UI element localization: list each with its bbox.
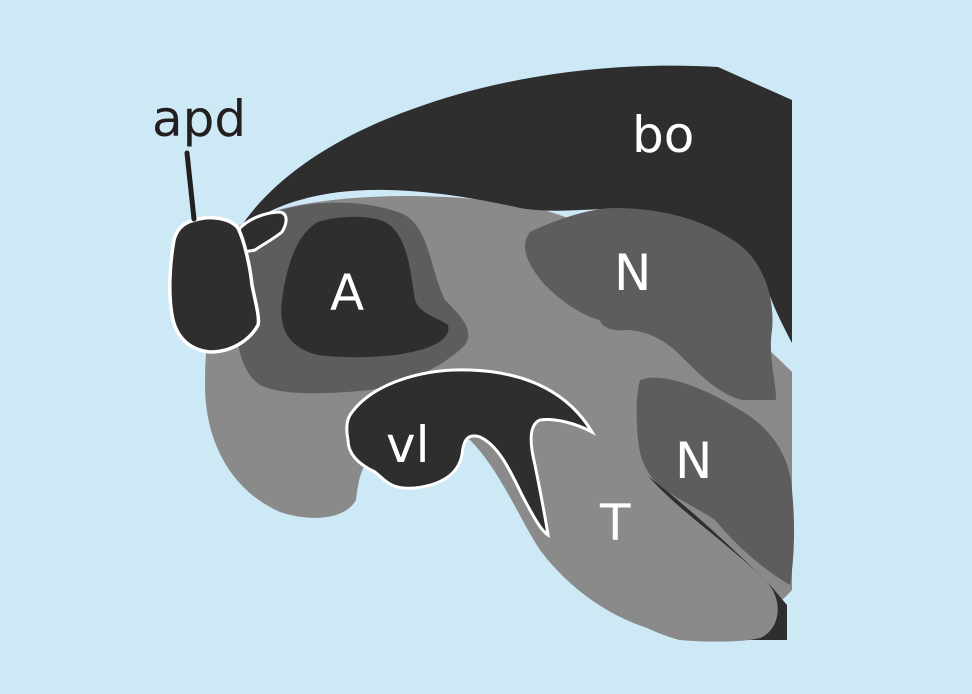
label-n-lower: N — [675, 432, 712, 490]
label-n-upper: N — [614, 244, 651, 302]
apd-region — [168, 215, 261, 354]
a-region — [281, 216, 449, 358]
label-vl: vl — [386, 416, 429, 474]
bo-region — [240, 65, 792, 343]
n-lower-region — [636, 377, 795, 585]
label-bo: bo — [632, 106, 694, 164]
t-region — [530, 420, 778, 642]
label-apd: apd — [152, 90, 246, 148]
label-a: A — [330, 264, 364, 322]
n-upper-region — [525, 208, 776, 400]
apd-leader-line — [184, 150, 197, 222]
vl-region — [345, 368, 597, 539]
label-t: T — [599, 494, 631, 552]
